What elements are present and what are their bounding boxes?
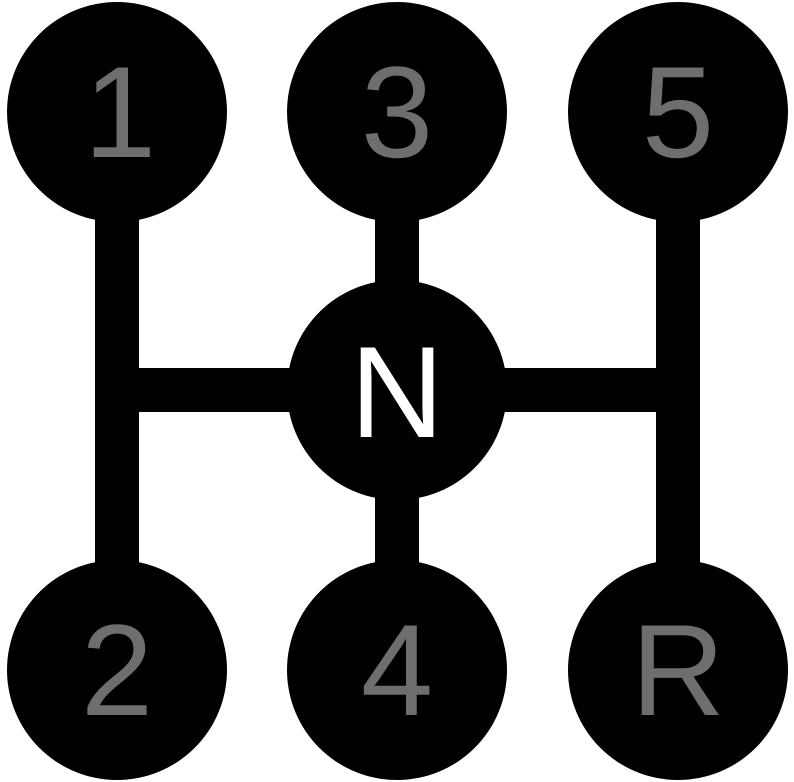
gear-knob-2: 2: [7, 560, 227, 780]
gear-knob-3: 3: [287, 2, 507, 222]
gear-1-label: 1: [84, 39, 156, 185]
neutral-label: N: [350, 319, 444, 465]
gear-knob-5: 5: [568, 2, 788, 222]
gear-4-label: 4: [361, 597, 433, 743]
gear-knob-neutral: N: [287, 280, 507, 500]
gear-2-label: 2: [81, 597, 153, 743]
gear-5-label: 5: [642, 39, 714, 185]
gear-knob-reverse: R: [568, 560, 788, 780]
reverse-label: R: [631, 597, 725, 743]
gear-knob-1: 1: [7, 2, 227, 222]
gear-knob-4: 4: [287, 560, 507, 780]
gear-3-label: 3: [361, 39, 433, 185]
